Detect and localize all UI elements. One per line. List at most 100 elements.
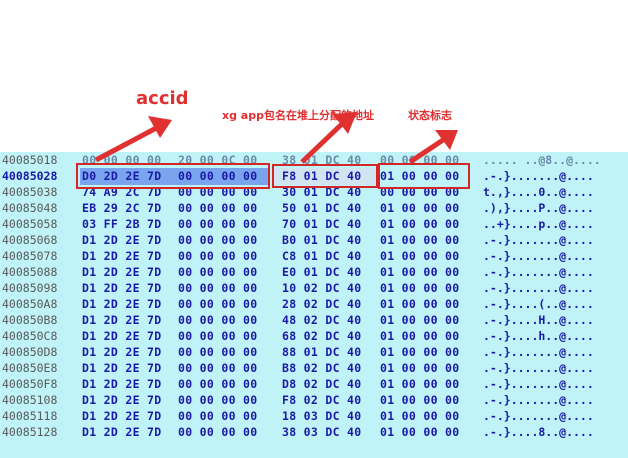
hex-byte-group[interactable]: D1 2D 2E 7D: [82, 313, 162, 327]
hex-byte-group[interactable]: D1 2D 2E 7D: [82, 233, 162, 247]
hex-byte-group[interactable]: D1 2D 2E 7D: [82, 297, 162, 311]
hex-byte-group[interactable]: 00 00 00 00: [178, 409, 258, 423]
hex-byte-group[interactable]: 00 00 00 00: [178, 297, 258, 311]
hex-byte-group[interactable]: 01 00 00 00: [380, 313, 460, 327]
hex-byte-group[interactable]: 00 00 00 00: [178, 329, 258, 343]
hex-byte-group[interactable]: 00 00 00 00: [178, 265, 258, 279]
hex-byte-group[interactable]: D1 2D 2E 7D: [82, 377, 162, 391]
hex-byte-group[interactable]: 00 00 00 00: [178, 377, 258, 391]
hex-byte-group[interactable]: 00 00 00 00: [178, 233, 258, 247]
hex-byte-group[interactable]: 00 00 00 00: [178, 361, 258, 375]
hex-byte-group[interactable]: 00 00 00 00: [178, 281, 258, 295]
ascii-column: .-.}.......@....: [483, 249, 594, 263]
heap-address-label: xg app包名在堆上分配的地址: [222, 109, 374, 122]
row-address: 40085018: [2, 153, 58, 167]
hex-byte-group[interactable]: 68 02 DC 40: [282, 329, 362, 343]
ascii-column: ..... ..@8..@....: [483, 153, 601, 167]
status-flag-box: [378, 163, 470, 189]
hex-byte-group[interactable]: 50 01 DC 40: [282, 201, 362, 215]
hex-byte-group[interactable]: 00 00 00 00: [178, 345, 258, 359]
hex-byte-group[interactable]: E0 01 DC 40: [282, 265, 362, 279]
row-address: 400850C8: [2, 329, 58, 343]
row-address: 40085088: [2, 265, 58, 279]
hex-byte-group[interactable]: D1 2D 2E 7D: [82, 329, 162, 343]
hex-byte-group[interactable]: EB 29 2C 7D: [82, 201, 162, 215]
hex-byte-group[interactable]: 30 01 DC 40: [282, 185, 362, 199]
hex-byte-group[interactable]: D1 2D 2E 7D: [82, 281, 162, 295]
ascii-column: .-.}....H..@....: [483, 313, 594, 327]
hex-byte-group[interactable]: 18 03 DC 40: [282, 409, 362, 423]
hex-byte-group[interactable]: 00 00 00 00: [178, 425, 258, 439]
accid-label: accid: [136, 88, 189, 109]
hex-byte-group[interactable]: 88 01 DC 40: [282, 345, 362, 359]
hex-byte-group[interactable]: D1 2D 2E 7D: [82, 345, 162, 359]
hex-byte-group[interactable]: D1 2D 2E 7D: [82, 249, 162, 263]
hex-byte-group[interactable]: F8 02 DC 40: [282, 393, 362, 407]
row-address: 40085098: [2, 281, 58, 295]
hex-byte-group[interactable]: 01 00 00 00: [380, 377, 460, 391]
hex-byte-group[interactable]: D1 2D 2E 7D: [82, 393, 162, 407]
hex-byte-group[interactable]: 01 00 00 00: [380, 425, 460, 439]
row-address: 40085118: [2, 409, 58, 423]
hex-byte-group[interactable]: D1 2D 2E 7D: [82, 265, 162, 279]
hex-byte-group[interactable]: 01 00 00 00: [380, 297, 460, 311]
hex-byte-group[interactable]: 38 03 DC 40: [282, 425, 362, 439]
hex-byte-group[interactable]: B8 02 DC 40: [282, 361, 362, 375]
row-address: 400850D8: [2, 345, 58, 359]
ascii-column: .-.}....(..@....: [483, 297, 594, 311]
row-address: 40085048: [2, 201, 58, 215]
hex-byte-group[interactable]: D1 2D 2E 7D: [82, 425, 162, 439]
ascii-column: .-.}....h..@....: [483, 329, 594, 343]
ascii-column: .-.}.......@....: [483, 377, 594, 391]
hex-byte-group[interactable]: 01 00 00 00: [380, 265, 460, 279]
ascii-column: .-.}.......@....: [483, 281, 594, 295]
hex-byte-group[interactable]: 01 00 00 00: [380, 329, 460, 343]
selection-highlight: [80, 168, 268, 185]
hex-byte-group[interactable]: 03 FF 2B 7D: [82, 217, 162, 231]
hex-byte-group[interactable]: 28 02 DC 40: [282, 297, 362, 311]
ascii-column: .-.}.......@....: [483, 409, 594, 423]
hex-byte-group[interactable]: 01 00 00 00: [380, 409, 460, 423]
ascii-column: .-.}.......@....: [483, 345, 594, 359]
hex-byte-group[interactable]: 01 00 00 00: [380, 345, 460, 359]
ascii-column: ..+}....p..@....: [483, 217, 594, 231]
hex-byte-group[interactable]: 00 00 00 00: [178, 393, 258, 407]
hex-byte-group[interactable]: 48 02 DC 40: [282, 313, 362, 327]
hex-byte-group[interactable]: 00 00 00 00: [178, 201, 258, 215]
hex-byte-group[interactable]: 01 00 00 00: [380, 393, 460, 407]
row-address: 40085078: [2, 249, 58, 263]
hex-byte-group[interactable]: B0 01 DC 40: [282, 233, 362, 247]
ascii-column: .-.}.......@....: [483, 265, 594, 279]
row-address: 40085068: [2, 233, 58, 247]
row-address: 400850B8: [2, 313, 58, 327]
row-address: 40085108: [2, 393, 58, 407]
hex-byte-group[interactable]: 00 00 00 00: [178, 249, 258, 263]
row-address: 400850F8: [2, 377, 58, 391]
hex-byte-group[interactable]: 01 00 00 00: [380, 201, 460, 215]
selection-highlight-secondary: [274, 168, 378, 185]
row-address: 400850E8: [2, 361, 58, 375]
hex-byte-group[interactable]: 00 00 00 00: [178, 313, 258, 327]
hex-byte-group[interactable]: 01 00 00 00: [380, 217, 460, 231]
hex-byte-group[interactable]: 01 00 00 00: [380, 361, 460, 375]
accid-box: [76, 163, 270, 189]
hex-byte-group[interactable]: D1 2D 2E 7D: [82, 409, 162, 423]
hex-byte-group[interactable]: 01 00 00 00: [380, 233, 460, 247]
hex-byte-group[interactable]: 00 00 00 00: [178, 217, 258, 231]
row-address: 400850A8: [2, 297, 58, 311]
ascii-column: .-.}.......@....: [483, 393, 594, 407]
row-address: 40085128: [2, 425, 58, 439]
ascii-column: .-.}.......@....: [483, 233, 594, 247]
hex-dump-panel[interactable]: [0, 152, 628, 458]
hex-byte-group[interactable]: 01 00 00 00: [380, 249, 460, 263]
hex-byte-group[interactable]: 70 01 DC 40: [282, 217, 362, 231]
ascii-column: .-.}....8..@....: [483, 425, 594, 439]
row-address: 40085038: [2, 185, 58, 199]
hex-byte-group[interactable]: D1 2D 2E 7D: [82, 361, 162, 375]
hex-byte-group[interactable]: 10 02 DC 40: [282, 281, 362, 295]
status-flag-label: 状态标志: [408, 109, 452, 122]
hex-byte-group[interactable]: D8 02 DC 40: [282, 377, 362, 391]
row-address: 40085058: [2, 217, 58, 231]
hex-byte-group[interactable]: C8 01 DC 40: [282, 249, 362, 263]
hex-byte-group[interactable]: 01 00 00 00: [380, 281, 460, 295]
